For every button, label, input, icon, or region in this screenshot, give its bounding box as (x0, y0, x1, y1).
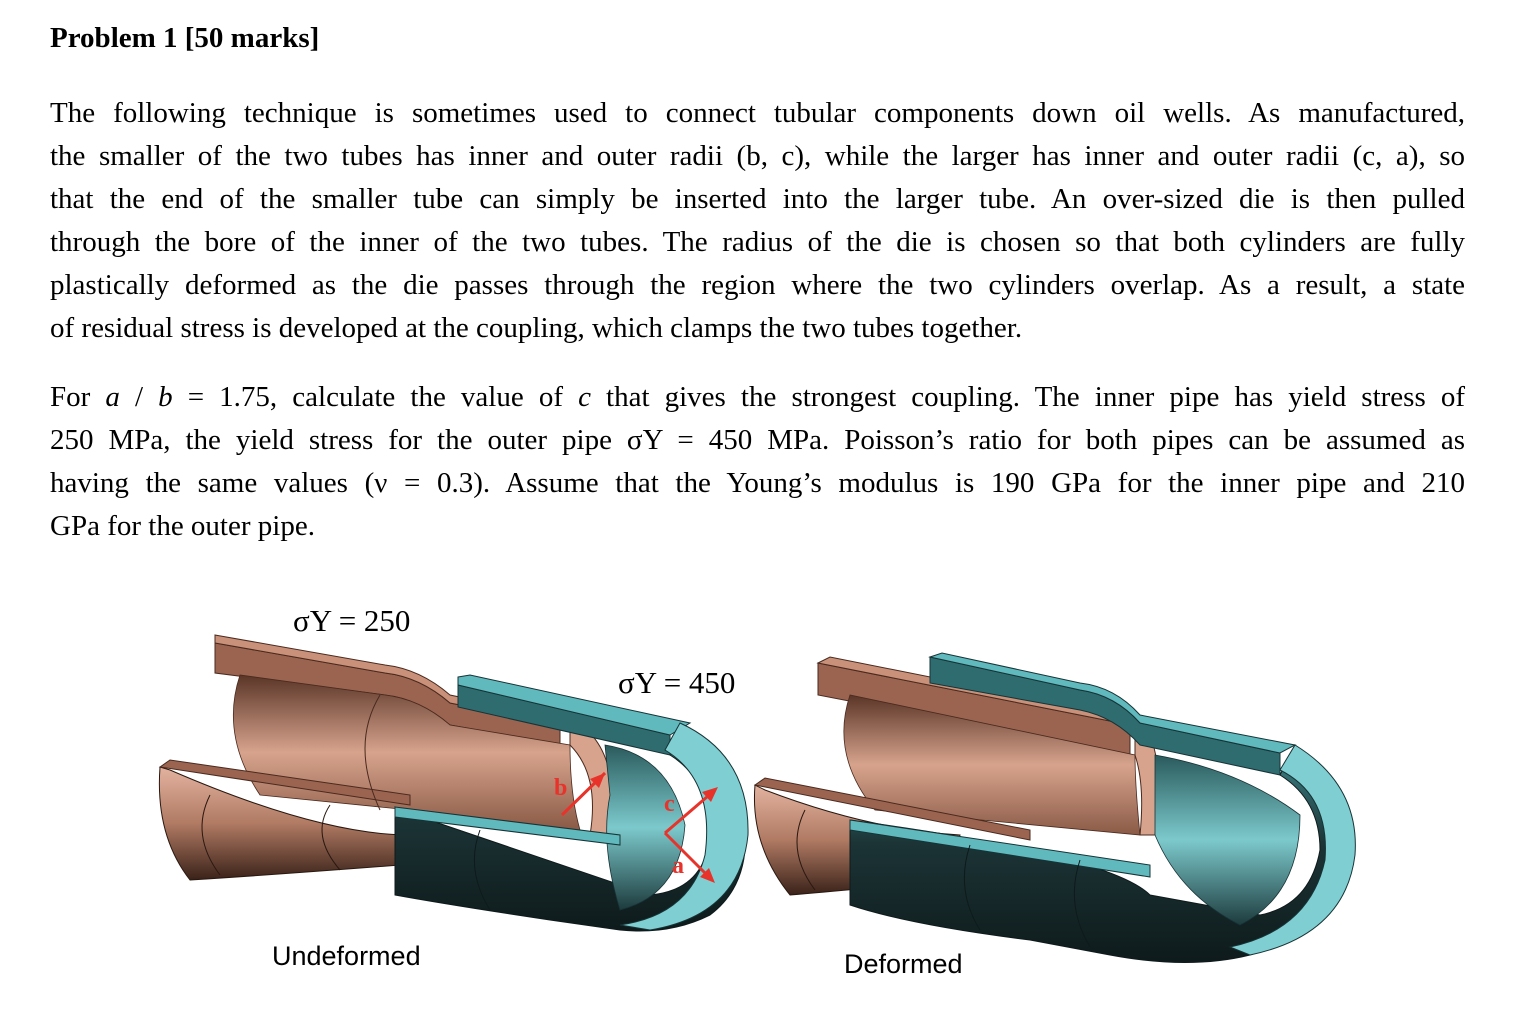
problem-task: For a / b = 1.75, calculate the value of… (50, 376, 1465, 548)
undeformed-caption: Undeformed (272, 941, 421, 971)
text-line: of residual stress is developed at the c… (50, 312, 1023, 344)
pipe-coupling-figure: σY = 250 σY = 450 b c a Undeformed Defor… (150, 595, 1370, 1000)
radius-a-label: a (672, 853, 684, 879)
pipe-illustration (158, 634, 1356, 963)
text-line: GPa for the outer pipe. (50, 510, 315, 542)
deformed-assembly (753, 652, 1356, 963)
deformed-caption: Deformed (844, 949, 963, 979)
text-line: For a / b = 1.75, calculate the value of… (50, 381, 1465, 413)
outer-yield-label: σY = 450 (618, 665, 736, 700)
text-line: the smaller of the two tubes has inner a… (50, 140, 1465, 172)
radius-a-arrow (663, 831, 714, 882)
text-line: having the same values (ν = 0.3). Assume… (50, 467, 1465, 499)
text-line: through the bore of the inner of the two… (50, 226, 1465, 258)
problem-title: Problem 1 [50 marks] (50, 22, 320, 54)
radius-b-label: b (554, 775, 568, 801)
text-line: that the end of the smaller tube can sim… (50, 183, 1465, 215)
text-line: 250 MPa, the yield stress for the outer … (50, 424, 1465, 456)
problem-description: The following technique is sometimes use… (50, 92, 1465, 350)
radius-c-label: c (664, 791, 675, 817)
text-line: The following technique is sometimes use… (50, 97, 1465, 129)
undeformed-assembly (158, 634, 749, 932)
text-line: plastically deformed as the die passes t… (50, 269, 1465, 301)
inner-yield-label: σY = 250 (293, 603, 411, 638)
